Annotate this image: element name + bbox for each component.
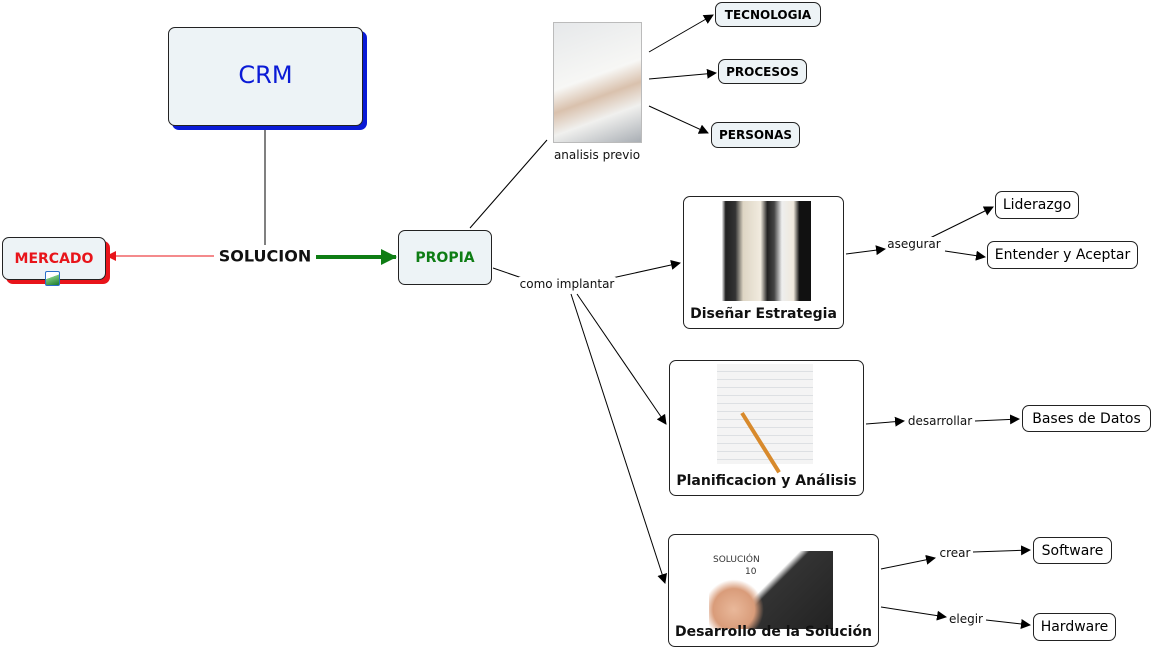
link-como-implantar: como implantar bbox=[518, 277, 616, 291]
node-hardware[interactable]: Hardware bbox=[1033, 613, 1116, 641]
chess-image bbox=[714, 201, 811, 301]
software-label: Software bbox=[1041, 542, 1104, 559]
node-liderazgo[interactable]: Liderazgo bbox=[995, 191, 1079, 219]
link-crear: crear bbox=[938, 546, 972, 560]
arrow-planificacion bbox=[576, 293, 667, 425]
mercado-label: MERCADO bbox=[14, 250, 94, 267]
line-desarrollo-elegir bbox=[880, 606, 947, 621]
procesos-label: PROCESOS bbox=[726, 64, 799, 79]
arrow-bases bbox=[974, 414, 1020, 425]
node-software[interactable]: Software bbox=[1033, 537, 1112, 564]
arrow-liderazgo bbox=[929, 206, 994, 239]
arrow-software bbox=[972, 545, 1031, 556]
arrow-desarrollo bbox=[570, 293, 667, 584]
node-tecnologia[interactable]: TECNOLOGIA bbox=[715, 2, 821, 27]
node-procesos[interactable]: PROCESOS bbox=[718, 59, 807, 84]
desarrollo-label: Desarrollo de la Solución bbox=[674, 624, 873, 640]
hardware-label: Hardware bbox=[1040, 619, 1109, 635]
propia-label: PROPIA bbox=[415, 249, 475, 266]
node-crm[interactable]: CRM bbox=[168, 27, 363, 126]
arrow-procesos bbox=[648, 68, 717, 80]
puzzle-image-title: SOLUCIÓN bbox=[713, 555, 760, 565]
node-desarrollo[interactable]: SOLUCIÓN 10 Desarrollo de la Solución bbox=[668, 534, 879, 647]
analisis-previo-label: analisis previo bbox=[552, 148, 642, 162]
line-planif-desarrollar bbox=[865, 416, 905, 427]
link-asegurar: asegurar bbox=[886, 237, 942, 251]
solucion-label: SOLUCION bbox=[217, 246, 313, 266]
disenar-estrategia-label: Diseñar Estrategia bbox=[690, 306, 837, 322]
personas-label: PERSONAS bbox=[718, 128, 793, 142]
link-elegir: elegir bbox=[948, 612, 984, 626]
analisis-image bbox=[553, 22, 642, 143]
node-personas[interactable]: PERSONAS bbox=[711, 122, 800, 148]
node-planificacion[interactable]: Planificacion y Análisis bbox=[669, 360, 864, 496]
line-propia-analisis bbox=[469, 139, 548, 229]
image-attachment-icon[interactable] bbox=[45, 271, 60, 286]
puzzle-image: SOLUCIÓN 10 bbox=[709, 551, 833, 629]
node-bases-datos[interactable]: Bases de Datos bbox=[1022, 405, 1151, 432]
line-disenar-asegurar bbox=[845, 245, 886, 256]
arrow-disenar bbox=[611, 260, 681, 279]
node-propia[interactable]: PROPIA bbox=[398, 230, 492, 285]
line-propia-como bbox=[492, 267, 523, 279]
tecnologia-label: TECNOLOGIA bbox=[724, 7, 812, 22]
puzzle-image-number: 10 bbox=[745, 567, 757, 577]
link-desarrollar: desarrollar bbox=[906, 414, 974, 428]
line-desarrollo-crear bbox=[880, 554, 936, 570]
arrow-personas bbox=[648, 105, 709, 134]
node-entender-aceptar[interactable]: Entender y Aceptar bbox=[987, 241, 1138, 269]
liderazgo-label: Liderazgo bbox=[1002, 197, 1072, 213]
arrow-entender bbox=[944, 250, 986, 261]
crm-label: CRM bbox=[238, 60, 293, 89]
arrow-tecnologia bbox=[648, 14, 714, 53]
arrow-hardware bbox=[985, 619, 1031, 629]
node-disenar-estrategia[interactable]: Diseñar Estrategia bbox=[683, 196, 844, 329]
entender-aceptar-label: Entender y Aceptar bbox=[994, 247, 1131, 263]
bases-datos-label: Bases de Datos bbox=[1032, 410, 1141, 427]
planificacion-label: Planificacion y Análisis bbox=[676, 473, 857, 489]
notebook-image bbox=[717, 364, 813, 464]
